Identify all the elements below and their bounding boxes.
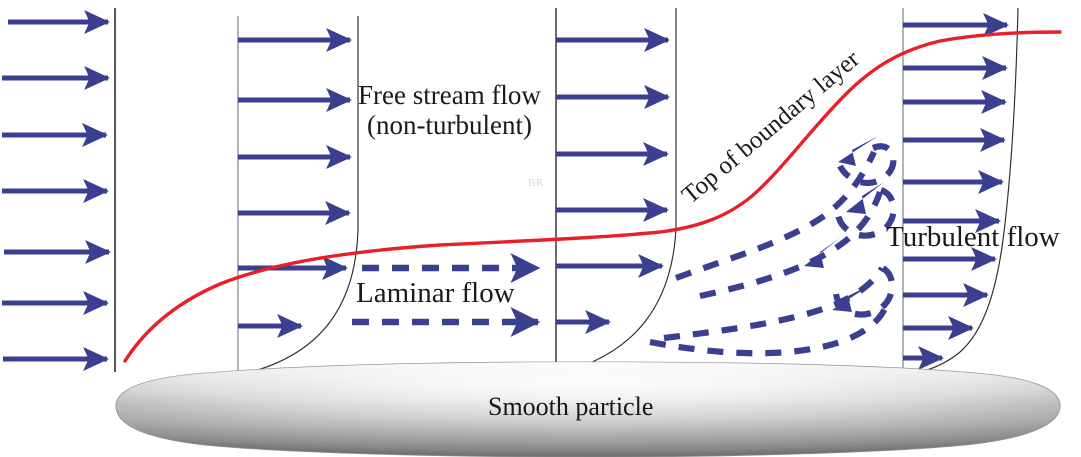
station-4-turbulent-profile bbox=[902, 7, 1019, 376]
boundary-layer-top-curve bbox=[123, 30, 1062, 363]
eddy-arrowhead bbox=[838, 136, 878, 166]
eddy-arrowhead bbox=[846, 182, 884, 214]
station-3-profile-outline bbox=[559, 8, 677, 375]
eddy-streamline bbox=[834, 187, 897, 239]
station-3-laminar-profile bbox=[555, 8, 677, 375]
station-1-velocity-arrows bbox=[2, 10, 112, 371]
station-2-profile-outline bbox=[242, 16, 359, 375]
eddy-streamline bbox=[663, 266, 885, 342]
eddy-arrowhead bbox=[832, 284, 872, 312]
station-1-uniform-profile bbox=[2, 8, 116, 372]
label-laminar-flow: Laminar flow bbox=[356, 277, 515, 309]
station-2-laminar-profile bbox=[237, 16, 359, 375]
label-free-stream-line1: Free stream flow bbox=[358, 80, 541, 110]
turbulent-eddy-arrowheads bbox=[804, 136, 884, 312]
eddy-streamline bbox=[837, 143, 897, 186]
eddy-streamline bbox=[699, 190, 883, 300]
laminar-streamlines bbox=[352, 253, 541, 337]
eddy-arrowhead bbox=[804, 238, 840, 268]
station-2-velocity-arrows bbox=[238, 28, 353, 338]
station-4-profile-outline bbox=[904, 7, 1019, 376]
eddy-streamline bbox=[649, 304, 889, 357]
label-smooth-particle: Smooth particle bbox=[488, 392, 654, 421]
station-4-velocity-arrows bbox=[903, 13, 1010, 370]
particle-highlight bbox=[116, 362, 1060, 457]
label-turbulent-flow: Turbulent flow bbox=[886, 221, 1060, 253]
eddy-streamline bbox=[674, 150, 877, 281]
station-3-velocity-arrows bbox=[556, 28, 671, 334]
label-free-stream-flow: Free stream flow (non-turbulent) bbox=[358, 80, 541, 140]
smooth-particle bbox=[115, 361, 1061, 457]
label-free-stream-line2: (non-turbulent) bbox=[366, 110, 532, 141]
watermark-br: BR bbox=[528, 177, 544, 189]
